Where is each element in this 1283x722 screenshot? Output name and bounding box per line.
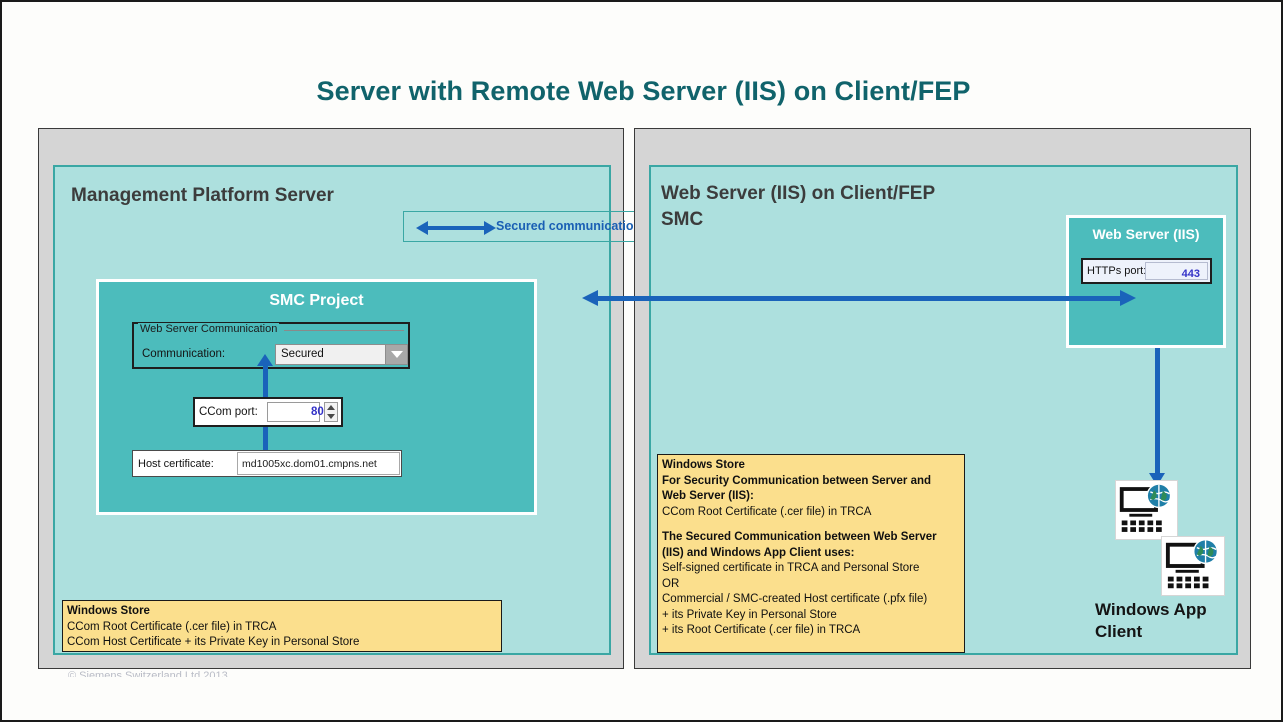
https-port-input[interactable]: 443 bbox=[1145, 262, 1208, 280]
ccom-port-label: CCom port: bbox=[199, 406, 258, 418]
vertical-arrow-up-head-icon bbox=[257, 354, 273, 366]
ccom-port-control[interactable]: CCom port: 8008 bbox=[193, 397, 343, 427]
communication-dropdown-value: Secured bbox=[281, 348, 324, 360]
cross-arrow-right-head-icon bbox=[1120, 290, 1136, 306]
communication-dropdown[interactable]: Secured bbox=[275, 344, 408, 365]
left-panel-heading: Management Platform Server bbox=[71, 185, 334, 206]
web-server-communication-group: Web Server Communication Communication: … bbox=[132, 322, 410, 369]
host-certificate-input[interactable]: md1005xc.dom01.cmpns.net bbox=[237, 452, 400, 475]
arrow-shaft-icon bbox=[426, 226, 488, 230]
computer-globe-icon bbox=[1115, 480, 1178, 540]
smc-project-title: SMC Project bbox=[269, 292, 364, 309]
page-title: Server with Remote Web Server (IIS) on C… bbox=[316, 76, 971, 106]
communication-field-label: Communication: bbox=[142, 348, 226, 360]
secured-communication-legend: Secured communication bbox=[403, 211, 646, 242]
management-platform-server-panel: Management Platform Server Secured commu… bbox=[53, 165, 646, 655]
web-server-communication-group-label: Web Server Communication bbox=[138, 323, 280, 335]
note-line: Commercial / SMC-created Host certificat… bbox=[662, 593, 928, 606]
note-line: Self-signed certificate in TRCA and Pers… bbox=[662, 562, 920, 575]
computer-globe-icon bbox=[1161, 536, 1225, 596]
cross-arrow-shaft-icon bbox=[597, 296, 1124, 301]
host-certificate-control[interactable]: Host certificate: md1005xc.dom01.cmpns.n… bbox=[132, 450, 402, 477]
left-panel-frame: Management Platform Server Secured commu… bbox=[38, 128, 646, 669]
host-certificate-value: md1005xc.dom01.cmpns.net bbox=[242, 458, 377, 470]
note-section-heading: For Security Communication between Serve… bbox=[662, 474, 932, 487]
right-panel-heading: Web Server (IIS) on Client/FEP SMC bbox=[661, 183, 936, 230]
footer-text: © Siemens Switzerland Ltd 2013 bbox=[68, 670, 228, 677]
cross-arrow-left-head-icon bbox=[582, 290, 598, 306]
communication-row: Communication: Secured bbox=[140, 344, 408, 366]
note-section-heading: Web Server (IIS): bbox=[662, 490, 754, 503]
arrow-right-head-icon bbox=[484, 221, 496, 235]
https-port-label: HTTPs port: bbox=[1087, 265, 1147, 277]
note-line: + its Private Key in Personal Store bbox=[662, 608, 837, 621]
web-server-iis-box: Web Server (IIS) HTTPs port: 443 bbox=[1066, 215, 1226, 348]
ccom-port-input[interactable] bbox=[267, 402, 320, 422]
chevron-down-icon[interactable] bbox=[385, 345, 407, 364]
note-line: CCom Root Certificate (.cer file) in TRC… bbox=[662, 505, 872, 518]
note-title: Windows Store bbox=[67, 605, 150, 617]
note-section-heading: The Secured Communication between Web Se… bbox=[662, 531, 937, 544]
group-divider bbox=[284, 330, 404, 331]
note-line: CCom Root Certificate (.cer file) in TRC… bbox=[67, 620, 277, 633]
note-line: OR bbox=[662, 577, 680, 590]
spinner-up-down-icon[interactable] bbox=[324, 402, 338, 422]
note-spacer bbox=[662, 520, 960, 530]
client-arrow-shaft-icon bbox=[1155, 335, 1160, 485]
windows-store-note-left: Windows Store CCom Root Certificate (.ce… bbox=[62, 600, 502, 652]
smc-project-box: SMC Project Web Server Communication Com… bbox=[96, 279, 537, 515]
note-section-heading: (IIS) and Windows App Client uses: bbox=[662, 546, 855, 559]
arrow-left-head-icon bbox=[416, 221, 428, 235]
legend-label: Secured communication bbox=[496, 219, 642, 233]
note-line: CCom Host Certificate + its Private Key … bbox=[67, 636, 360, 649]
windows-store-note-right: Windows Store For Security Communication… bbox=[657, 454, 965, 653]
https-port-value: 443 bbox=[1181, 268, 1200, 280]
note-line: + its Root Certificate (.cer file) in TR… bbox=[662, 624, 861, 637]
https-port-control[interactable]: HTTPs port: 443 bbox=[1081, 258, 1212, 284]
host-certificate-label: Host certificate: bbox=[138, 458, 214, 470]
note-title: Windows Store bbox=[662, 459, 745, 471]
web-server-iis-title: Web Server (IIS) bbox=[1092, 226, 1200, 242]
windows-app-client-label: Windows App Client bbox=[1095, 600, 1207, 642]
